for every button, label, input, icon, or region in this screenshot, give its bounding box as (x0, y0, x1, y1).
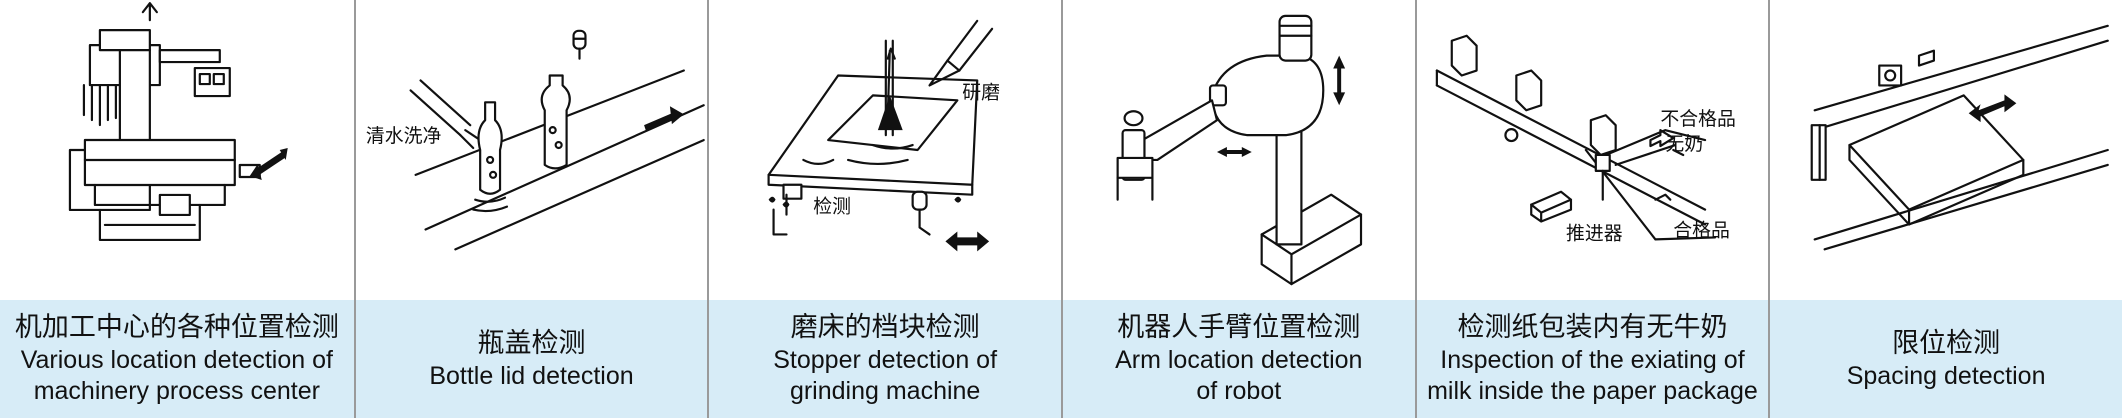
panel-robot-arm: 机器人手臂位置检测 Arm location detection of robo… (1060, 0, 1415, 418)
label-reject: 不合格品 (1660, 108, 1735, 130)
panel-1-title-en-line1: Various location detection of (20, 346, 333, 374)
robot-arm-illustration (1062, 0, 1415, 300)
panel-5-title-cn: 检测纸包装内有无牛奶 (1457, 312, 1728, 343)
panel-1-title-cn: 机加工中心的各种位置检测 (14, 312, 339, 343)
spacing-drawing (1810, 24, 2110, 251)
panel-milk-package: 不合格品 无奶 推进器 合格品 检测纸包装内有无牛奶 Inspection of… (1414, 0, 1769, 418)
grinding-stopper-drawing: 研磨 检测 (767, 19, 1001, 252)
grinding-stopper-illustration: 研磨 检测 (709, 0, 1061, 300)
panel-4-caption: 机器人手臂位置检测 Arm location detection of robo… (1062, 300, 1415, 418)
bottle-lid-drawing: 清水洗净 (366, 29, 705, 251)
panel-5-title-en-line2: milk inside the paper package (1427, 377, 1758, 405)
panel-6-title-en-line1: Spacing detection (1846, 361, 2046, 390)
panel-3-title-cn: 磨床的档块检测 (790, 312, 980, 343)
panel-bottle-lid: 清水洗净 瓶盖检测 Bottle lid detection (353, 0, 708, 418)
label-clean-water: 清水洗净 (366, 125, 442, 147)
panel-spacing: 限位检测 Spacing detection (1768, 0, 2122, 418)
panel-machining-center: 机加工中心的各种位置检测 Various location detection … (0, 0, 354, 418)
panel-1-title-en-line2: machinery process center (33, 377, 320, 405)
milk-package-illustration: 不合格品 无奶 推进器 合格品 (1416, 0, 1769, 300)
panel-3-caption: 磨床的档块检测 Stopper detection of grinding ma… (709, 300, 1061, 418)
panel-6-title-cn: 限位检测 (1892, 327, 2001, 359)
panel-3-title-en-line1: Stopper detection of (773, 346, 998, 374)
spacing-illustration (1770, 0, 2122, 300)
panel-5-title-en-line1: Inspection of the exiating of (1440, 346, 1745, 374)
bottle-lid-illustration: 清水洗净 (355, 0, 708, 300)
panel-2-caption: 瓶盖检测 Bottle lid detection (355, 300, 708, 418)
panel-grinding-stopper: 研磨 检测 磨床的档块检测 Stopper detection of grind… (707, 0, 1061, 418)
label-no-milk: 无奶 (1665, 133, 1703, 155)
robot-arm-drawing (1116, 14, 1363, 286)
panel-4-title-cn: 机器人手臂位置检测 (1117, 312, 1361, 343)
panel-1-caption: 机加工中心的各种位置检测 Various location detection … (0, 300, 354, 418)
panel-4-title-en-line1: Arm location detection (1115, 346, 1363, 374)
panel-6-caption: 限位检测 Spacing detection (1770, 300, 2122, 418)
label-grinding: 研磨 (963, 81, 1001, 103)
panel-5-caption: 检测纸包装内有无牛奶 Inspection of the exiating of… (1416, 300, 1769, 418)
machining-center-illustration (0, 0, 354, 300)
label-detection: 检测 (814, 196, 852, 218)
panel-4-title-en-line2: of robot (1196, 377, 1282, 405)
panel-3-title-en-line2: grinding machine (789, 377, 981, 405)
label-accepted: 合格品 (1673, 219, 1730, 241)
panel-2-title-cn: 瓶盖检测 (477, 327, 586, 359)
machining-center-drawing (68, 2, 288, 242)
panel-2-title-en-line1: Bottle lid detection (429, 361, 634, 390)
milk-package-drawing: 不合格品 无奶 推进器 合格品 (1435, 34, 1735, 244)
label-pusher: 推进器 (1566, 222, 1623, 244)
